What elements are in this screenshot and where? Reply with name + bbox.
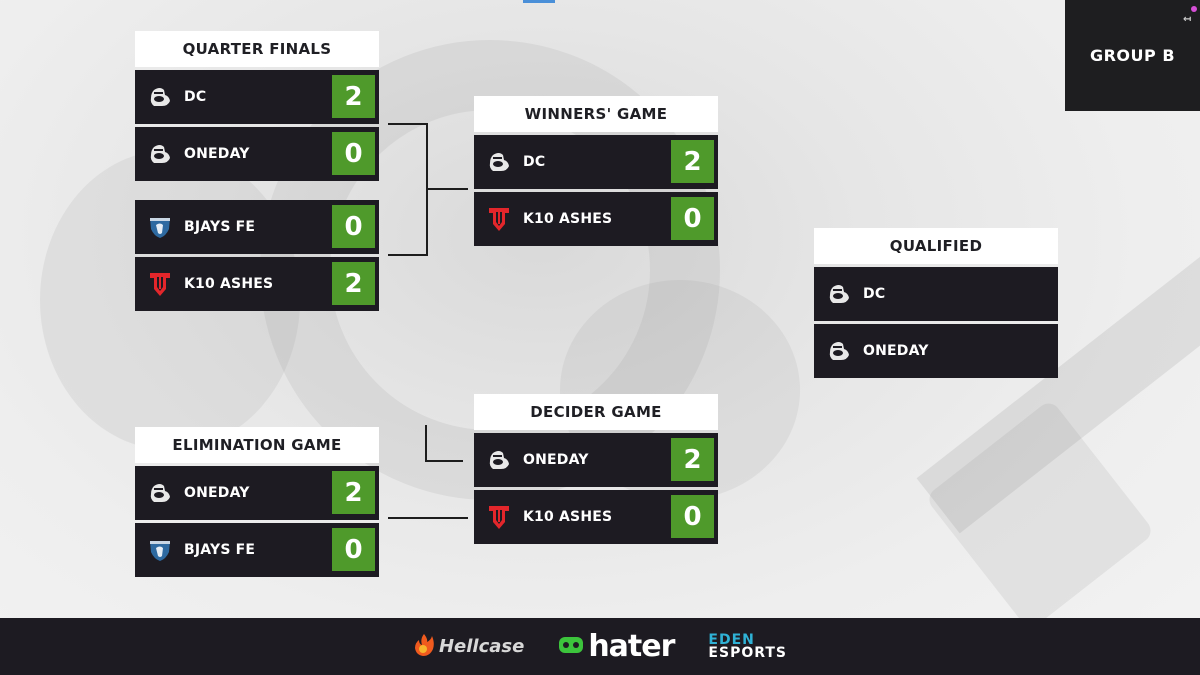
dc-logo-icon [147,84,173,110]
hellcase-flame-icon [413,633,435,661]
match-title: ELIMINATION GAME [135,427,379,463]
bracket-line [425,460,463,462]
team-row[interactable]: DC 2 [474,135,718,189]
qualified-box: QUALIFIED DC ONEDAY [814,228,1058,378]
bracket-line [388,517,468,519]
sponsor-name: hater [588,629,675,664]
sponsor-footer: Hellcase hater EDEN ESPORTS [0,618,1200,675]
team-score: 0 [671,495,714,538]
team-row[interactable]: DC 2 [135,70,379,124]
team-row[interactable]: ONEDAY [814,324,1058,378]
team-name: BJAYS FE [184,542,256,558]
team-score: 0 [332,528,375,571]
team-row[interactable]: K10 ASHES 2 [135,257,379,311]
team-row[interactable]: K10 ASHES 0 [474,490,718,544]
oneday-logo-icon [147,141,173,167]
group-label: GROUP B [1089,46,1176,65]
bjays-logo-icon [147,214,173,240]
sponsor-hellcase: Hellcase [413,633,524,661]
team-score: 2 [671,438,714,481]
sponsor-hater: hater [558,629,675,664]
team-row[interactable]: DC [814,267,1058,321]
bracket-line [388,254,428,256]
match-title: DECIDER GAME [474,394,718,430]
sponsor-name-bottom: ESPORTS [708,644,788,661]
team-row[interactable]: ONEDAY 2 [135,466,379,520]
hater-skull-icon [558,635,584,659]
k10-logo-icon [486,206,512,232]
match-title: WINNERS' GAME [474,96,718,132]
team-score: 0 [671,197,714,240]
sponsor-name-top: EDEN [708,631,755,648]
team-row[interactable]: BJAYS FE 0 [135,523,379,577]
team-name: ONEDAY [523,452,589,468]
team-name: DC [523,154,546,170]
team-name: ONEDAY [863,343,929,359]
team-name: K10 ASHES [523,509,613,525]
team-row[interactable]: ONEDAY 0 [135,127,379,181]
oneday-logo-icon [147,480,173,506]
oneday-logo-icon [486,447,512,473]
quarter-finals-match-1: QUARTER FINALS DC 2 ONEDAY 0 [135,31,379,181]
team-score: 0 [332,205,375,248]
exit-icon[interactable]: ↤ [1183,14,1192,25]
match-title: QUALIFIED [814,228,1058,264]
bracket-line [426,188,468,190]
k10-logo-icon [486,504,512,530]
group-label-box: GROUP B ↤ [1065,0,1200,111]
match-title: QUARTER FINALS [135,31,379,67]
team-score: 2 [332,471,375,514]
bracket-line [388,123,428,125]
notification-dot [1191,6,1197,12]
team-name: K10 ASHES [184,276,274,292]
bjays-logo-icon [147,537,173,563]
team-score: 2 [332,262,375,305]
bracket-line [425,425,427,462]
elimination-game-match: ELIMINATION GAME ONEDAY 2 BJAYS FE 0 [135,427,379,577]
k10-logo-icon [147,271,173,297]
team-row[interactable]: K10 ASHES 0 [474,192,718,246]
team-name: BJAYS FE [184,219,256,235]
team-name: ONEDAY [184,146,250,162]
team-name: DC [863,286,886,302]
team-score: 2 [332,75,375,118]
quarter-finals-match-2: BJAYS FE 0 K10 ASHES 2 [135,197,379,311]
decider-game-match: DECIDER GAME ONEDAY 2 K10 ASHES 0 [474,394,718,544]
team-name: K10 ASHES [523,211,613,227]
team-score: 2 [671,140,714,183]
team-score: 0 [332,132,375,175]
top-accent-bar [523,0,555,3]
team-name: ONEDAY [184,485,250,501]
winners-game-match: WINNERS' GAME DC 2 K10 ASHES 0 [474,96,718,246]
sponsor-name: Hellcase [438,636,525,657]
sponsor-eden-esports: EDEN ESPORTS [708,631,788,661]
dc-logo-icon [826,281,852,307]
team-name: DC [184,89,207,105]
dc-logo-icon [486,149,512,175]
team-row[interactable]: ONEDAY 2 [474,433,718,487]
oneday-logo-icon [826,338,852,364]
team-row[interactable]: BJAYS FE 0 [135,200,379,254]
